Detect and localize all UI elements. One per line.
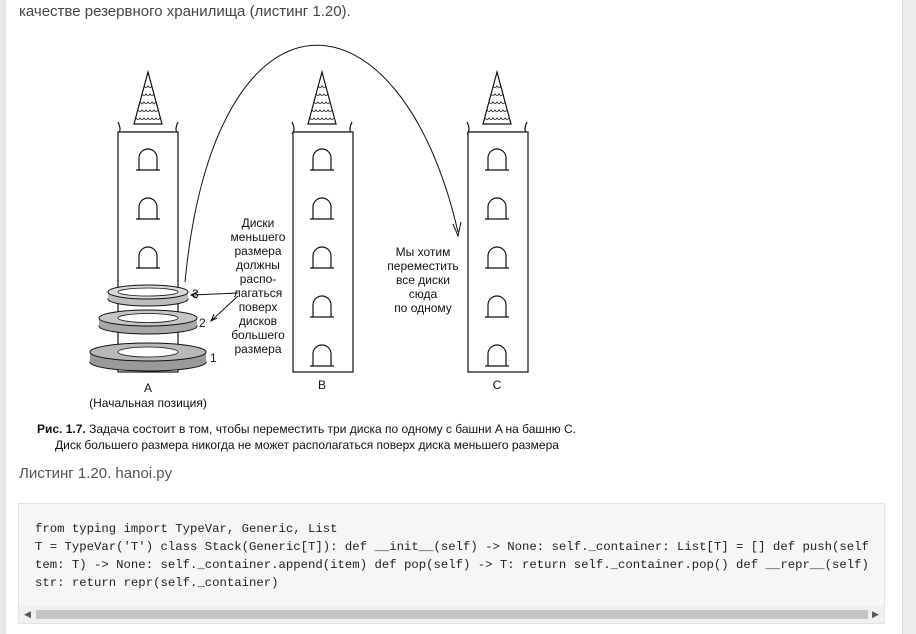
disk-medium	[98, 309, 198, 335]
figure-caption: Рис. 1.7. Задача состоит в том, чтобы пе…	[37, 421, 677, 453]
note-left-line: меньшего	[231, 230, 286, 244]
note-left-line: большего	[231, 328, 285, 342]
note-left-line: размера	[235, 244, 282, 258]
tower-b-label: B	[318, 378, 326, 392]
scrollbar-thumb[interactable]	[36, 610, 868, 619]
disk-number-1: 1	[210, 351, 217, 365]
note-left-line: распо-	[240, 272, 277, 286]
scroll-right-arrow-icon[interactable]: ▶	[872, 609, 879, 619]
page-left-border	[0, 0, 6, 634]
code-line: T = TypeVar('T') class Stack(Generic[T])…	[35, 540, 869, 554]
note-right-line: сюда	[409, 287, 438, 301]
caption-line-1: Задача состоит в том, чтобы переместить …	[85, 422, 576, 436]
disk-number-3: 3	[192, 287, 199, 301]
tower-b	[291, 71, 354, 373]
code-block[interactable]: from typing import TypeVar, Generic, Lis…	[18, 503, 885, 624]
tower-c-label: C	[493, 378, 502, 392]
scroll-left-arrow-icon[interactable]: ◀	[24, 609, 31, 619]
note-left-line: должны	[236, 258, 280, 272]
disk-large	[89, 342, 207, 372]
caption-line-2: Диск большего размера никогда не может р…	[55, 438, 559, 452]
note-left: Диски меньшего размера должны распо- лаг…	[231, 216, 286, 356]
note-left-line: поверх	[239, 300, 278, 314]
page-vertical-scrollbar[interactable]	[902, 0, 916, 634]
note-left-line: дисков	[239, 314, 277, 328]
note-right: Мы хотим переместить все диски сюда по о…	[387, 245, 458, 315]
listing-title: Листинг 1.20. hanoi.py	[19, 465, 173, 482]
intro-paragraph: качестве резервного хранилища (листинг 1…	[19, 3, 351, 20]
note-left-line: лагаться	[234, 286, 282, 300]
code-line: str: return repr(self._container)	[35, 576, 279, 590]
code-line: tem: T) -> None: self._container.append(…	[35, 558, 869, 572]
disk-number-2: 2	[199, 316, 206, 330]
caption-label: Рис. 1.7.	[37, 422, 86, 436]
move-arc	[184, 45, 459, 283]
code-horizontal-scrollbar[interactable]: ◀ ▶	[19, 606, 884, 623]
tower-a-label: A	[144, 381, 152, 395]
note-right-line: Мы хотим	[396, 245, 451, 259]
note-right-line: все диски	[396, 273, 450, 287]
arc-arrowhead	[452, 221, 462, 238]
code-text[interactable]: from typing import TypeVar, Generic, Lis…	[35, 520, 869, 592]
disk-pointer-arrows	[189, 291, 239, 323]
note-left-line: Диски	[242, 216, 275, 230]
note-left-line: размера	[235, 342, 282, 356]
note-right-line: переместить	[387, 259, 458, 273]
tower-a-sublabel: (Начальная позиция)	[89, 396, 207, 410]
tower-c	[466, 71, 529, 373]
disk-small	[107, 284, 189, 307]
code-line: from typing import TypeVar, Generic, Lis…	[35, 522, 338, 536]
note-right-line: по одному	[394, 301, 452, 315]
